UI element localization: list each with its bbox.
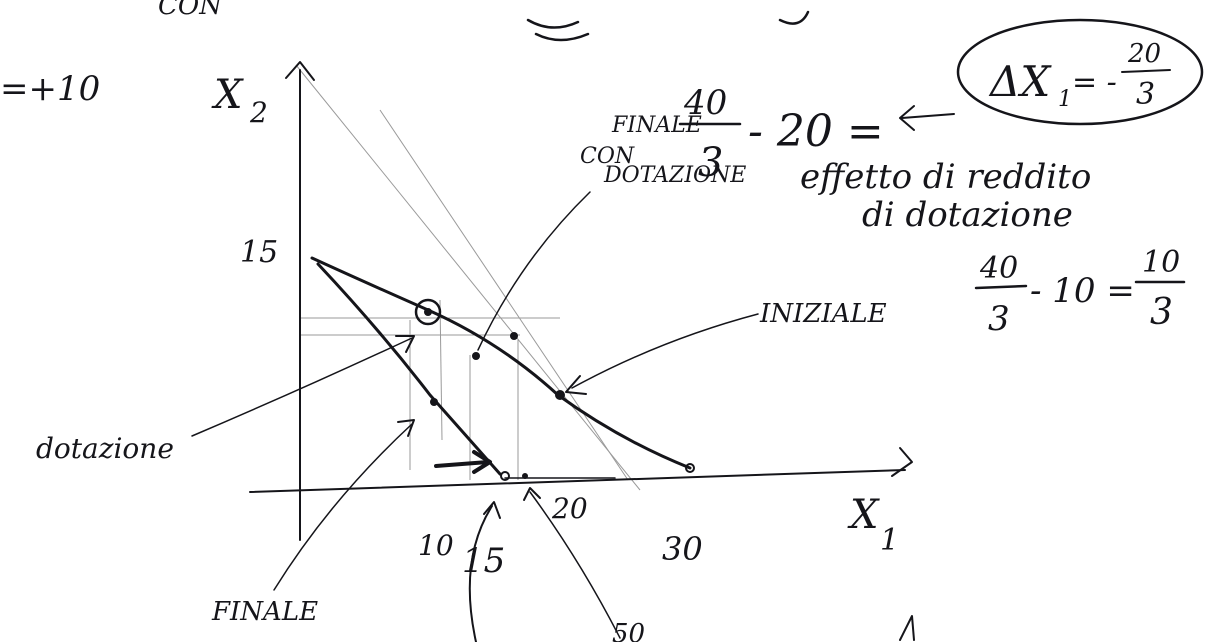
effect-line-2: di dotazione (862, 195, 1073, 235)
delta-fraction-bar (1121, 69, 1171, 73)
endowment-point (424, 308, 432, 316)
delta-circle (956, 18, 1204, 126)
eq1-arrowhead (899, 105, 915, 131)
shift-arrowhead (472, 450, 492, 474)
eq2-result-numerator: 10 (1142, 245, 1180, 280)
eq2-numerator: 40 (979, 251, 1018, 286)
bottom-arrow-to-15-head (483, 501, 501, 519)
endowment-circle (414, 298, 442, 326)
final-endowment-point (472, 352, 480, 360)
eq2-mid: - 10 = (1030, 271, 1135, 311)
initial-budget-line (310, 256, 692, 470)
bottom-line-to-20 (529, 491, 621, 639)
eq2-result-denominator: 3 (1150, 292, 1173, 333)
bottom-number: 50 (612, 619, 645, 642)
mid-point (510, 332, 518, 340)
guide-line-2 (379, 109, 629, 481)
x-axis-label: X (847, 492, 880, 538)
x-axis (249, 469, 906, 493)
iniziale-leader (571, 313, 759, 389)
finale-leader (273, 423, 413, 591)
top-left-note: =+10 (0, 69, 100, 109)
x20-marker (522, 473, 528, 479)
y-axis-subscript: 2 (249, 96, 268, 129)
label-dotazione: dotazione (36, 432, 174, 465)
dotazione-arrowhead (395, 335, 415, 353)
label-finale: FINALE (211, 597, 318, 627)
tick-x-20: 20 (551, 492, 588, 525)
label-finale-con-dotazione-1: FINALE (611, 113, 702, 138)
bottom-right-scribble (899, 615, 915, 641)
eq2-denominator: 3 (988, 299, 1010, 339)
label-finale-con-dotazione-3: DOTAZIONE (603, 163, 746, 188)
tick-x-15: 15 (462, 541, 505, 581)
top-partial-text: CON (158, 0, 223, 21)
x15-marker (500, 471, 510, 481)
tick-x-10: 10 (418, 529, 454, 562)
top-scribble-3 (778, 10, 810, 25)
effect-line-1: effetto di reddito (800, 157, 1091, 197)
guide-v-4 (439, 299, 443, 441)
delta-subscript: 1 (1058, 87, 1072, 112)
initial-point (555, 390, 565, 400)
guide-line-1 (295, 64, 641, 491)
x-axis-arrowhead (891, 447, 913, 477)
eq2-fraction-bar (974, 284, 1028, 290)
label-iniziale: INIZIALE (759, 299, 887, 329)
eq1-rest: - 20 = (748, 106, 884, 157)
finale-con-dotazione-leader (477, 191, 591, 351)
x30-marker (685, 463, 695, 473)
bottom-arrow-to-15 (468, 505, 493, 642)
top-scribble-1 (526, 18, 580, 29)
dotazione-leader (191, 337, 413, 437)
y-axis-arrowhead (285, 61, 315, 81)
delta-equals: = - (1072, 65, 1117, 100)
eq1-arrow-line (901, 113, 955, 119)
shift-arrow (434, 460, 490, 468)
bottom-line-to-20-head (523, 487, 541, 501)
iniziale-arrowhead (565, 375, 587, 395)
x-axis-subscript: 1 (880, 523, 899, 558)
eq1-denominator: 3 (698, 140, 723, 186)
final-point (430, 398, 438, 406)
delta-denominator: 3 (1136, 77, 1155, 112)
final-budget-line (316, 262, 502, 476)
top-scribble-2 (534, 32, 590, 42)
eq1-numerator: 40 (683, 83, 727, 123)
tick-x-30: 30 (662, 530, 703, 568)
finale-arrowhead (397, 419, 415, 437)
delta-numerator: 20 (1127, 39, 1161, 69)
y-axis-label: X (211, 72, 244, 118)
delta-label: ΔX (988, 57, 1052, 106)
label-finale-con-dotazione-2: CON (580, 144, 635, 169)
tick-y-15: 15 (240, 235, 278, 270)
